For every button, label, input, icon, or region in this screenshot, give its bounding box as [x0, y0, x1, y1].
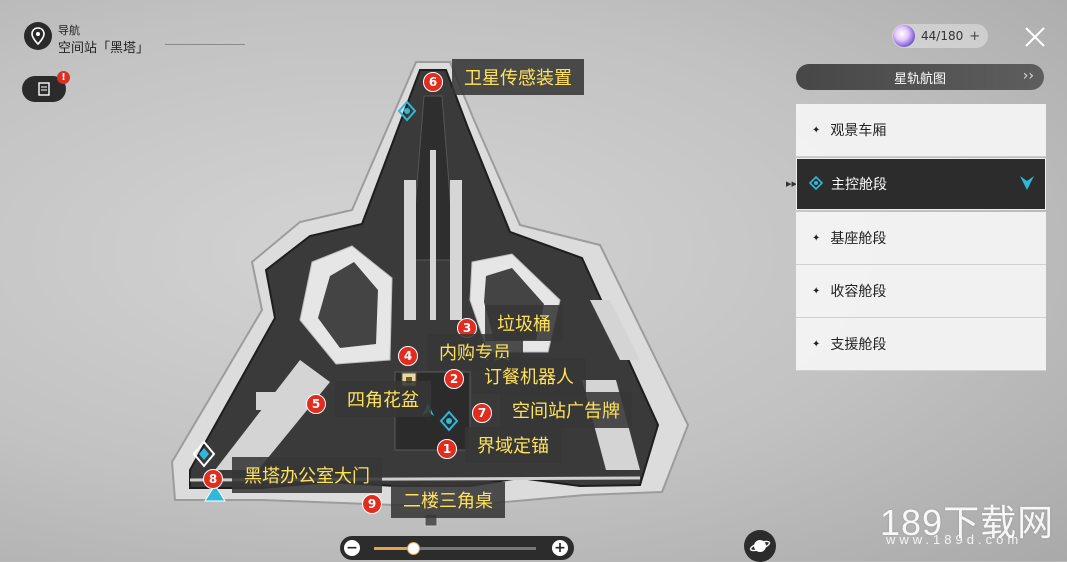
teleport-icon[interactable] [204, 484, 226, 506]
trailblaze-power-counter[interactable]: 44/180 + [892, 24, 988, 48]
close-button[interactable] [1020, 22, 1050, 52]
chevron-right-icon: ›› [1022, 68, 1034, 84]
sparkle-icon: ✦ [812, 285, 821, 297]
selected-diamond-icon [808, 175, 824, 194]
player-location-icon [1019, 174, 1035, 196]
document-icon [38, 82, 50, 96]
zoom-slider-fill [374, 547, 413, 550]
alert-badge: ! [57, 71, 70, 84]
area-item-storage-zone[interactable]: ✦ 收容舱段 [796, 265, 1046, 318]
sparkle-icon: ✦ [812, 338, 821, 350]
mission-log-button[interactable] [22, 76, 66, 102]
star-rail-map-label: 星轨航图 [893, 71, 946, 87]
header-divider [165, 44, 245, 45]
space-anchor-icon[interactable] [438, 410, 460, 436]
zoom-slider[interactable] [374, 542, 536, 555]
map-marker-7[interactable]: 7 [472, 403, 492, 423]
marker-label-7: 空间站广告牌 [500, 392, 632, 428]
marker-label-6: 卫星传感装置 [452, 59, 584, 95]
marker-label-1: 界域定锚 [465, 427, 561, 463]
zoom-in-button[interactable]: + [552, 540, 568, 556]
star-rail-map-button[interactable]: 星轨航图 ›› [796, 64, 1044, 90]
zoom-out-button[interactable]: − [344, 540, 360, 556]
area-label: 观景车厢 [830, 123, 887, 139]
zoom-control: − + [340, 536, 574, 560]
planet-icon [749, 540, 771, 552]
marker-label-8: 黑塔办公室大门 [232, 457, 382, 493]
sparkle-icon: ✦ [812, 232, 821, 244]
area-item-observation-car[interactable]: ✦ 观景车厢 [796, 104, 1046, 157]
area-item-base-zone[interactable]: ✦ 基座舱段 [796, 212, 1046, 265]
area-list: ✦ 观景车厢 主控舱段 ✦ 基座舱段 ✦ 收容舱段 ✦ 支援舱段 [796, 104, 1046, 374]
trailblaze-power-icon [893, 25, 915, 47]
map-marker-9[interactable]: 9 [362, 494, 382, 514]
calyx-icon[interactable] [190, 440, 218, 474]
map-marker-8[interactable]: 8 [203, 469, 223, 489]
map-marker-4[interactable]: 4 [398, 346, 418, 366]
navigation-pin-icon [24, 22, 52, 50]
add-power-button[interactable]: + [969, 28, 981, 44]
watermark-url: www.189d.com [886, 532, 1023, 547]
map-marker-5[interactable]: 5 [306, 394, 326, 414]
planet-button[interactable] [744, 530, 776, 562]
area-item-supply-zone[interactable]: ✦ 支援舱段 [796, 318, 1046, 371]
area-item-master-control-zone[interactable]: 主控舱段 [796, 158, 1046, 210]
space-anchor-icon[interactable] [396, 100, 418, 126]
nav-title: 导航 [58, 24, 80, 37]
power-value: 44/180 [921, 29, 964, 43]
area-label: 支援舱段 [830, 337, 887, 353]
map-marker-2[interactable]: 2 [444, 369, 464, 389]
sparkle-icon: ✦ [812, 124, 821, 136]
close-icon [1025, 27, 1045, 47]
zoom-slider-handle[interactable] [407, 542, 420, 555]
marker-label-5: 四角花盆 [335, 381, 431, 417]
marker-label-9: 二楼三角桌 [391, 482, 505, 518]
area-label: 主控舱段 [831, 177, 887, 193]
current-location: 空间站「黑塔」 [58, 41, 150, 56]
area-label: 基座舱段 [830, 231, 887, 247]
marker-label-2: 订餐机器人 [472, 358, 586, 394]
area-label: 收容舱段 [830, 284, 887, 300]
selection-pointer-icon: ▸▸ [786, 177, 798, 190]
watermark-text: 189下载网 [880, 502, 1055, 543]
map-marker-1[interactable]: 1 [437, 439, 457, 459]
map-marker-6[interactable]: 6 [423, 72, 443, 92]
